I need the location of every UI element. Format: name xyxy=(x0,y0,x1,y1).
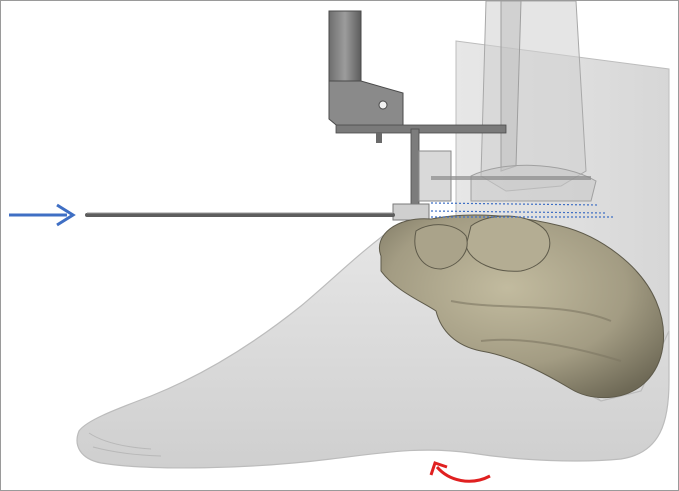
arrow-right-icon xyxy=(9,205,73,225)
tibia-bone xyxy=(481,1,586,191)
curved-arrow-icon xyxy=(431,463,490,481)
